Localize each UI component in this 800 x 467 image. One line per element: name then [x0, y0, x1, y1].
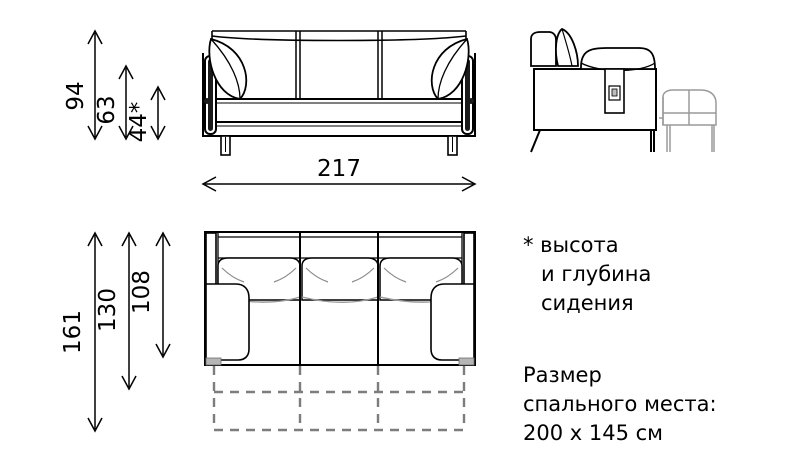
- plan-view: [204, 231, 476, 432]
- dimension-label-44: 44*: [126, 102, 152, 143]
- dimension-line-108: [155, 231, 171, 359]
- side-handle-detail: [604, 68, 625, 114]
- dimension-line-44: [150, 85, 166, 141]
- front-backrest-dividers: [295, 31, 383, 99]
- dimension-label-161: 161: [60, 310, 86, 354]
- footnote-line-2: и глубина: [541, 262, 651, 286]
- front-left-cushion: [208, 37, 248, 100]
- dimension-line-63: [118, 64, 134, 141]
- dimension-line-217: [201, 176, 477, 192]
- dimension-line-130: [121, 231, 137, 391]
- footnote-seat-note: * высота и глубина сидения: [523, 233, 651, 315]
- side-backrest-cushions: [530, 27, 579, 67]
- plan-outer-outline: [204, 231, 476, 366]
- dimension-label-63: 63: [94, 95, 120, 124]
- dimension-line-161: [87, 231, 103, 433]
- front-left-armrest: [204, 55, 217, 135]
- front-body-outline: [202, 53, 476, 137]
- footnote-line-1: * высота: [523, 233, 619, 257]
- dimension-label-94: 94: [63, 81, 89, 110]
- side-elevation-view: [530, 27, 717, 153]
- bed-size-note: Размер спального места: 200 x 145 см: [523, 363, 717, 445]
- plan-arm-feet: [205, 357, 475, 366]
- front-vertical-dimension-group: [87, 29, 166, 141]
- dimension-line-94: [87, 29, 103, 141]
- plan-bed-footprint-dashed: [212, 366, 466, 432]
- plan-armrest-pads: [205, 283, 475, 361]
- plan-section-dividers: [299, 232, 379, 365]
- front-seat-lines: [215, 102, 463, 127]
- dimension-label-130: 130: [95, 288, 121, 332]
- side-legs: [530, 129, 655, 153]
- bed-size-line-2: спального места:: [523, 392, 717, 416]
- front-leg-left: [220, 135, 231, 156]
- footnote-line-3: сидения: [541, 291, 634, 315]
- dimension-label-108: 108: [129, 270, 155, 314]
- bed-size-line-1: Размер: [523, 363, 602, 387]
- front-elevation-view: [202, 30, 476, 156]
- side-bed-extension: [659, 89, 717, 152]
- plan-vertical-dimension-group: [87, 231, 171, 433]
- plan-cushion-creases: [221, 267, 459, 283]
- front-leg-right: [447, 135, 458, 156]
- bed-size-line-3: 200 x 145 см: [523, 421, 663, 445]
- side-seat-cushion: [580, 47, 656, 72]
- front-right-cushion: [430, 37, 470, 100]
- dimension-label-217: 217: [317, 156, 361, 182]
- front-legs: [220, 135, 458, 156]
- plan-seat-cushions: [217, 257, 463, 301]
